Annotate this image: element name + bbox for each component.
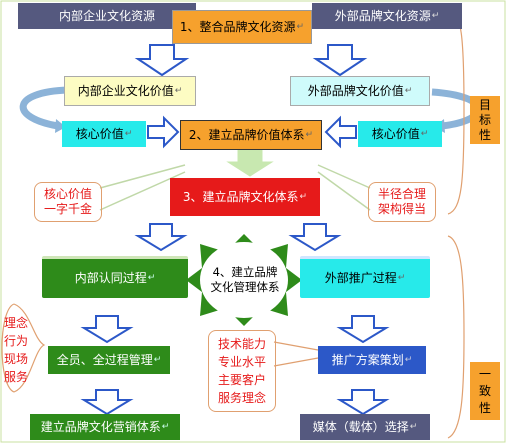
architecture-callout: 半径合理 架构得当 <box>368 182 436 222</box>
center-list-item: 服务理念 <box>217 391 266 405</box>
down-arrow-right-bottom <box>336 389 390 416</box>
down-arrow-left-bottom <box>80 389 134 416</box>
left-list-bracket <box>1 303 46 393</box>
promotion-plan-box: 推广方案策划↵ <box>318 346 426 374</box>
step1-box: 1、整合品牌文化资源↵ <box>172 10 312 44</box>
consistency-bracket <box>447 235 465 439</box>
down-arrow-left-top <box>134 44 190 77</box>
down-arrow-right-low <box>336 315 390 344</box>
step4-label: 4、建立品牌 文化管理体系 <box>210 265 280 294</box>
consistency-label: 一 致 性 <box>470 362 500 420</box>
core-value-right-box: 核心价值↵ <box>358 121 442 147</box>
center-list: 技术能力 专业水平 主要客户 服务理念 <box>208 330 276 412</box>
step2-box: 2、建立品牌价值体系↵ <box>180 120 322 150</box>
core-value-callout: 核心价值 一字千金 <box>34 182 102 222</box>
curve-arrow-left <box>19 86 69 130</box>
core-value-left-box: 核心价值↵ <box>62 121 146 147</box>
right-arrow-to-step2 <box>147 115 180 149</box>
center-list-item: 技术能力 <box>217 337 266 351</box>
left-list-item: 行为 <box>4 334 29 348</box>
left-list: 理念 行为 现场 服务 <box>4 312 42 388</box>
down-arrow-right-top <box>312 44 368 77</box>
goal-bracket <box>447 5 465 215</box>
external-resources-box: 外部品牌文化资源↵ <box>312 3 462 29</box>
goal-label: 目 标 性 <box>470 96 500 144</box>
down-arrow-right-mid <box>288 223 342 252</box>
external-values-box: 外部品牌文化价值↵ <box>290 76 430 106</box>
left-arrow-to-step2 <box>324 115 357 149</box>
external-process-box: 外部推广过程↵ <box>300 256 430 298</box>
down-arrow-left-mid <box>134 223 188 252</box>
media-select-box: 媒体（载体）选择↵ <box>300 414 430 440</box>
left-list-item: 服务 <box>4 370 29 384</box>
green-down-arrow <box>226 149 274 177</box>
left-list-item: 理念 <box>4 316 29 330</box>
step3-box: 3、建立品牌文化体系↵ <box>170 178 320 216</box>
center-list-item: 专业水平 <box>217 355 266 369</box>
down-arrow-left-low <box>80 315 134 344</box>
left-list-item: 现场 <box>4 352 29 366</box>
internal-process-box: 内部认同过程↵ <box>42 256 188 298</box>
internal-resources-box: 内部企业文化资源 <box>18 3 196 29</box>
marketing-system-box: 建立品牌文化营销体系↵ <box>30 414 180 440</box>
internal-values-box: 内部企业文化价值↵ <box>64 76 196 106</box>
full-management-box: 全员、全过程管理↵ <box>48 346 170 374</box>
center-list-item: 主要客户 <box>217 373 266 387</box>
